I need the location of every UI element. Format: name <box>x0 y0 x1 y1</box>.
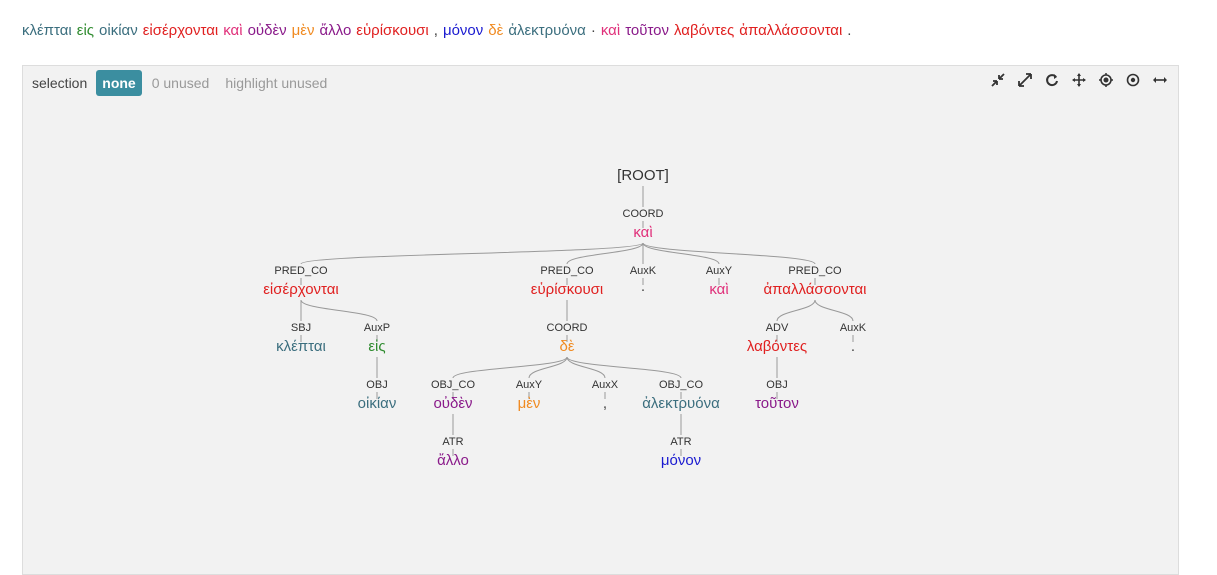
tree-node[interactable]: ἀλεκτρυόνα <box>642 395 720 412</box>
dependency-tree: [ROOT]COORDκαὶPRED_COεἰσέρχονταιPRED_COε… <box>263 167 867 469</box>
relation-label[interactable]: AuxP <box>364 322 390 334</box>
relation-label[interactable]: PRED_CO <box>274 265 328 277</box>
relation-label[interactable]: OBJ <box>366 379 387 391</box>
highlight-unused-button[interactable]: highlight unused <box>225 75 328 91</box>
tree-edge <box>528 356 568 379</box>
tree-node[interactable]: μόνον <box>661 452 701 469</box>
sentence-token[interactable]: μὲν <box>291 22 315 39</box>
tree-node[interactable]: ἄλλο <box>437 452 469 469</box>
tree-node[interactable]: λαβόντες <box>747 338 807 355</box>
relation-label[interactable]: COORD <box>623 208 664 220</box>
relation-label[interactable]: OBJ_CO <box>659 379 703 391</box>
relation-label[interactable]: ADV <box>766 322 789 334</box>
tree-node[interactable]: εὑρίσκουσι <box>531 281 603 298</box>
relation-label[interactable]: ATR <box>442 436 463 448</box>
tree-node[interactable]: , <box>603 395 607 412</box>
relation-label[interactable]: AuxY <box>516 379 543 391</box>
sentence-token[interactable]: ἄλλο <box>319 22 352 39</box>
relation-label[interactable]: PRED_CO <box>540 265 594 277</box>
tree-node[interactable]: ἀπαλλάσσονται <box>763 281 866 298</box>
relation-label[interactable]: AuxX <box>592 379 619 391</box>
tree-node[interactable]: οὐδὲν <box>433 395 472 412</box>
sentence-token[interactable]: τοῦτον <box>625 22 670 39</box>
unused-count[interactable]: 0 unused <box>151 75 210 91</box>
sentence-token[interactable]: ἀλεκτρυόνα <box>508 22 586 39</box>
tree-node[interactable]: οἰκίαν <box>358 395 397 412</box>
selection-label: selection <box>32 75 88 91</box>
center-icon[interactable] <box>1096 70 1116 90</box>
tree-controls <box>988 70 1170 90</box>
relation-label[interactable]: AuxK <box>630 265 657 277</box>
sentence-token[interactable]: οἰκίαν <box>99 22 138 39</box>
tree-node[interactable]: τοῦτον <box>755 395 799 412</box>
tree-node[interactable]: . <box>851 338 855 355</box>
tree-edge <box>642 242 816 265</box>
tree-edge <box>776 299 816 322</box>
width-icon[interactable] <box>1150 70 1170 90</box>
relation-label[interactable]: PRED_CO <box>788 265 842 277</box>
selection-toolbar: selection none 0 unused highlight unused <box>32 70 343 96</box>
tree-edge <box>300 242 644 265</box>
tree-edge <box>566 356 682 379</box>
tree-node[interactable]: εἰς <box>368 338 385 355</box>
tree-edge <box>300 299 378 322</box>
compress-icon[interactable] <box>988 70 1008 90</box>
sentence-token[interactable]: εἰς <box>76 22 95 39</box>
sentence-token[interactable]: · <box>590 22 596 39</box>
sentence-token[interactable]: εὑρίσκουσι <box>356 22 429 39</box>
tree-panel: selection none 0 unused highlight unused… <box>22 65 1179 575</box>
relation-label[interactable]: SBJ <box>291 322 311 334</box>
tree-edge <box>814 299 854 322</box>
tree-node[interactable]: δὲ <box>559 338 574 355</box>
tree-edge <box>566 242 644 265</box>
tree-node[interactable]: μὲν <box>518 395 541 412</box>
tree-edge <box>566 356 606 379</box>
sentence-token[interactable]: , <box>433 22 438 39</box>
relation-label[interactable]: AuxY <box>706 265 733 277</box>
sentence-token[interactable]: οὐδὲν <box>247 22 287 39</box>
sentence-token[interactable]: εἰσέρχονται <box>142 22 219 39</box>
relation-label[interactable]: COORD <box>547 322 588 334</box>
sentence-token[interactable]: καὶ <box>223 22 243 39</box>
tree-node[interactable]: · <box>641 281 646 298</box>
focus-icon[interactable] <box>1123 70 1143 90</box>
sentence-token[interactable]: λαβόντες <box>674 22 735 39</box>
tree-node[interactable]: κλέπται <box>276 338 326 355</box>
sentence-token[interactable]: κλέπται <box>22 22 72 39</box>
move-icon[interactable] <box>1069 70 1089 90</box>
sentence-token[interactable]: καὶ <box>600 22 621 39</box>
tree-edge <box>642 242 720 265</box>
sentence-token[interactable]: ἀπαλλάσσονται <box>739 22 843 39</box>
sentence-token[interactable]: . <box>847 22 852 39</box>
relation-label[interactable]: ATR <box>670 436 691 448</box>
none-button[interactable]: none <box>96 70 142 96</box>
root-node[interactable]: [ROOT] <box>617 167 669 184</box>
relation-label[interactable]: AuxK <box>840 322 867 334</box>
expand-icon[interactable] <box>1015 70 1035 90</box>
refresh-icon[interactable] <box>1042 70 1062 90</box>
relation-label[interactable]: OBJ <box>766 379 787 391</box>
sentence-token[interactable]: δὲ <box>488 22 504 39</box>
tree-node[interactable]: καὶ <box>633 224 652 241</box>
tree-node[interactable]: καὶ <box>709 281 728 298</box>
tree-edge <box>452 356 568 379</box>
sentence-token[interactable]: μόνον <box>442 22 484 39</box>
relation-label[interactable]: OBJ_CO <box>431 379 475 391</box>
tree-node[interactable]: εἰσέρχονται <box>263 281 339 298</box>
